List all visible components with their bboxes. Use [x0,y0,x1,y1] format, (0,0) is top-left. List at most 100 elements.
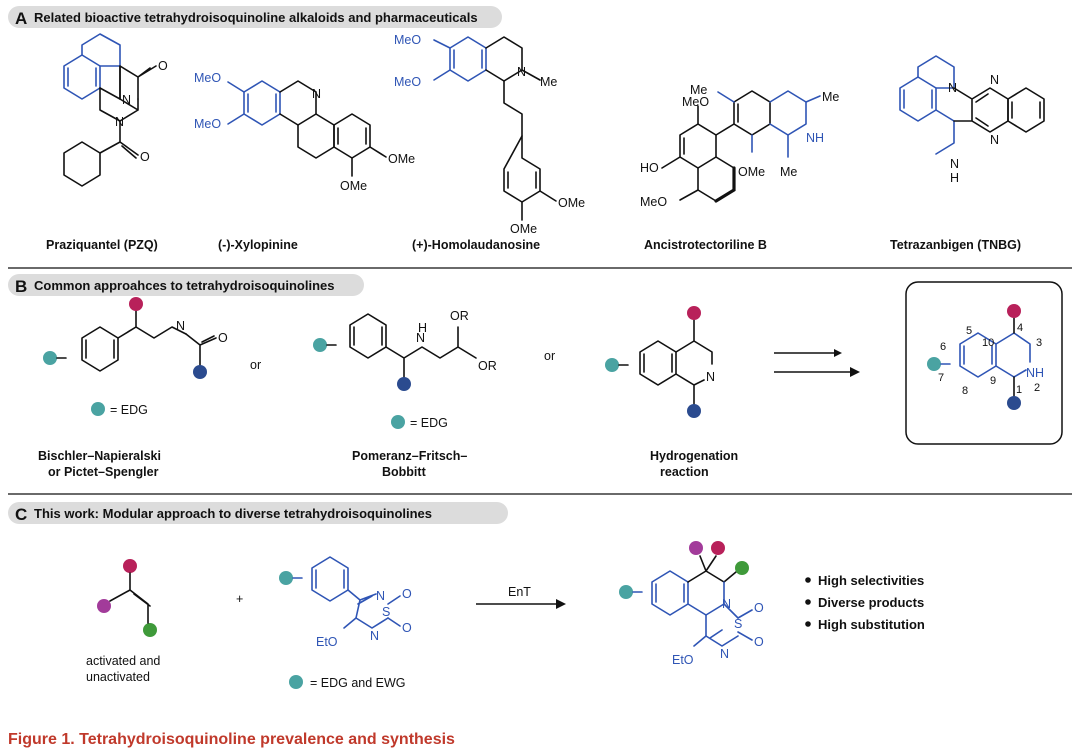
pom-or2: OR [478,359,497,373]
compound-name-xylopinine: (-)-Xylopinine [218,238,298,252]
ent-arrow [476,599,566,609]
iso-n: N [706,370,715,384]
bullet-3: High substitution [818,617,925,632]
prod-s: S [734,617,742,631]
pzq-n1: N [122,93,131,107]
compound-name-ancistrotectoriline: Ancistrotectoriline B [644,238,767,252]
panel-c: C This work: Modular approach to diverse… [8,502,925,690]
alkene-caption-1: activated and [86,654,160,668]
or-2: or [544,349,555,363]
compound-name-tnbg: Tetrazanbigen (TNBG) [890,238,1021,252]
thiq-nh: NH [1026,366,1044,380]
prod-o2: O [754,635,764,649]
anc-me2: Me [822,90,839,104]
panel-b-title: Common approahces to tetrahydroisoquinol… [34,278,334,293]
num-3: 3 [1036,337,1042,349]
xylo-ome1: OMe [388,152,415,166]
thia-n1: N [376,589,385,603]
bullet-list [805,577,811,627]
thiadiazole-substrate [279,556,401,629]
num-2: 2 [1034,382,1040,394]
method-1-line2: or Pictet–Spengler [48,465,159,479]
r1-dot-c [687,306,701,320]
edg-dot-2 [313,338,327,352]
legend-dot-c [289,675,303,689]
bischler-substrate [43,297,217,379]
bullet-1: High selectivities [818,573,924,588]
bischler-o: O [218,331,228,345]
num-9: 9 [990,375,996,387]
edg-legend-dot-2 [391,415,405,429]
praziquantel-structure [63,33,157,187]
thia-s: S [382,605,390,619]
r2-dot [193,365,207,379]
prod-eto: EtO [672,653,694,667]
method-3-line1: Hydrogenation [650,449,738,463]
r2-dot-b [397,377,411,391]
compound-name-homolaudanosine: (+)-Homolaudanosine [412,238,540,252]
anc-me3: Me [780,165,797,179]
alkene-caption-2: unactivated [86,670,150,684]
tnbg-n3: N [990,133,999,147]
panel-a-title: Related bioactive tetrahydroisoquinoline… [34,10,478,25]
homo-me: Me [540,75,557,89]
thia-n2: N [370,629,379,643]
tnbg-h: H [950,171,959,185]
xylo-n: N [312,87,321,101]
thia-eto: EtO [316,635,338,649]
figure-caption: Figure 1. Tetrahydroisoquinoline prevale… [8,731,455,748]
pom-h: H [418,321,427,335]
panel-b-header [8,274,364,296]
num-8: 8 [962,385,968,397]
pzq-n2: N [115,115,124,129]
thiq-product-box [905,281,1063,445]
method-3-line2: reaction [660,465,709,479]
edg-ewg-legend: = EDG and EWG [310,676,406,690]
bullet-2: Diverse products [818,595,924,610]
pzq-o2: O [140,150,150,164]
plus-sign: + [236,592,243,606]
num-1: 1 [1016,384,1022,396]
thia-o1: O [402,587,412,601]
pomeranz-substrate [313,313,477,391]
xylopinine-structure [227,80,387,177]
panel-c-header [8,502,508,524]
thiq-core-structure [927,304,1031,410]
thia-o2: O [402,621,412,635]
xylo-meo2: MeO [194,117,221,131]
num-5: 5 [966,325,972,337]
num-6: 6 [940,341,946,353]
anc-ho: HO [640,161,659,175]
ancistrotectoriline-structure [661,90,821,203]
num-7: 7 [938,372,944,384]
homo-meo2: MeO [394,75,421,89]
product-structure [619,541,753,647]
method-2-line2: Bobbitt [382,465,427,479]
alkene-substrate [97,559,157,637]
tnbg-n2: N [990,73,999,87]
panel-a-letter: A [15,9,27,28]
edg-dot-3 [605,358,619,372]
edg-legend-2: = EDG [410,416,448,430]
panel-b-letter: B [15,277,27,296]
panel-c-title: This work: Modular approach to diverse t… [34,506,432,521]
homo-ome1: OMe [558,196,585,210]
homo-ome2: OMe [510,222,537,236]
r1-dot [129,297,143,311]
compound-name-pzq: Praziquantel (PZQ) [46,238,158,252]
panel-a-header [8,6,502,28]
or-1: or [250,358,261,372]
pom-n: N [416,331,425,345]
homo-meo1: MeO [394,33,421,47]
homo-n: N [517,65,526,79]
bischler-n: N [176,319,185,333]
edg-dot [43,351,57,365]
anc-me1: Me [690,83,707,97]
edg-legend-dot-1 [91,402,105,416]
xylo-meo1: MeO [194,71,221,85]
tnbg-n4: N [950,157,959,171]
ent-label: EnT [508,585,531,599]
xylo-ome2: OMe [340,179,367,193]
anc-meo1: MeO [682,95,709,109]
anc-meo2: MeO [640,195,667,209]
